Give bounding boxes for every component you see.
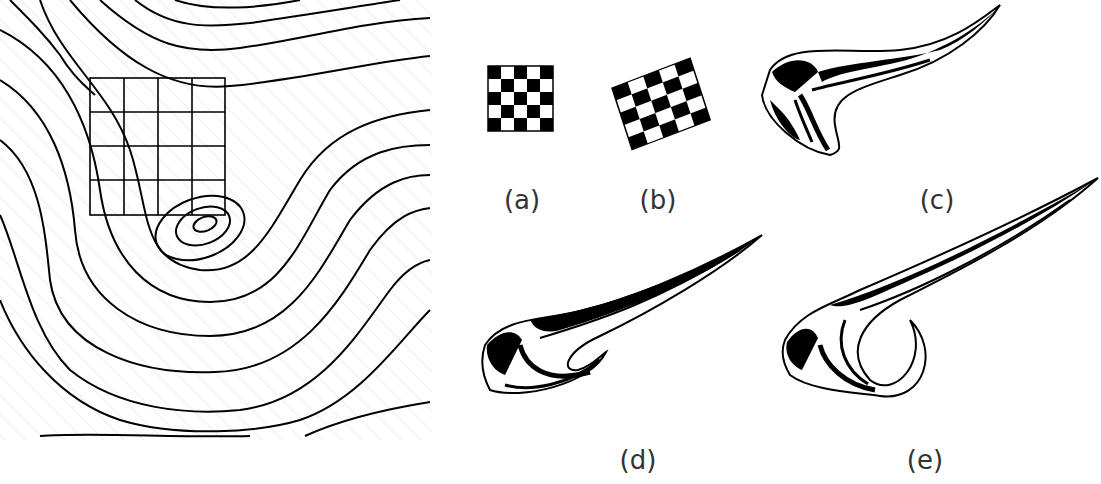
panel-label: (c): [920, 187, 955, 213]
panel-label: (b): [640, 187, 677, 213]
checkerboard-stretched: [762, 5, 1000, 155]
checkerboard-sheared: [612, 58, 710, 150]
hatch-ground: [0, 0, 432, 440]
checkerboard-rolled: [783, 178, 1098, 396]
checkerboard-folded: [482, 235, 762, 393]
checkerboard-initial: [488, 66, 553, 131]
panel-label: (a): [504, 187, 540, 213]
streamlines: [0, 0, 430, 436]
panel-label: (d): [620, 447, 657, 473]
material-grid: [90, 78, 225, 215]
panel-label: (e): [907, 447, 943, 473]
